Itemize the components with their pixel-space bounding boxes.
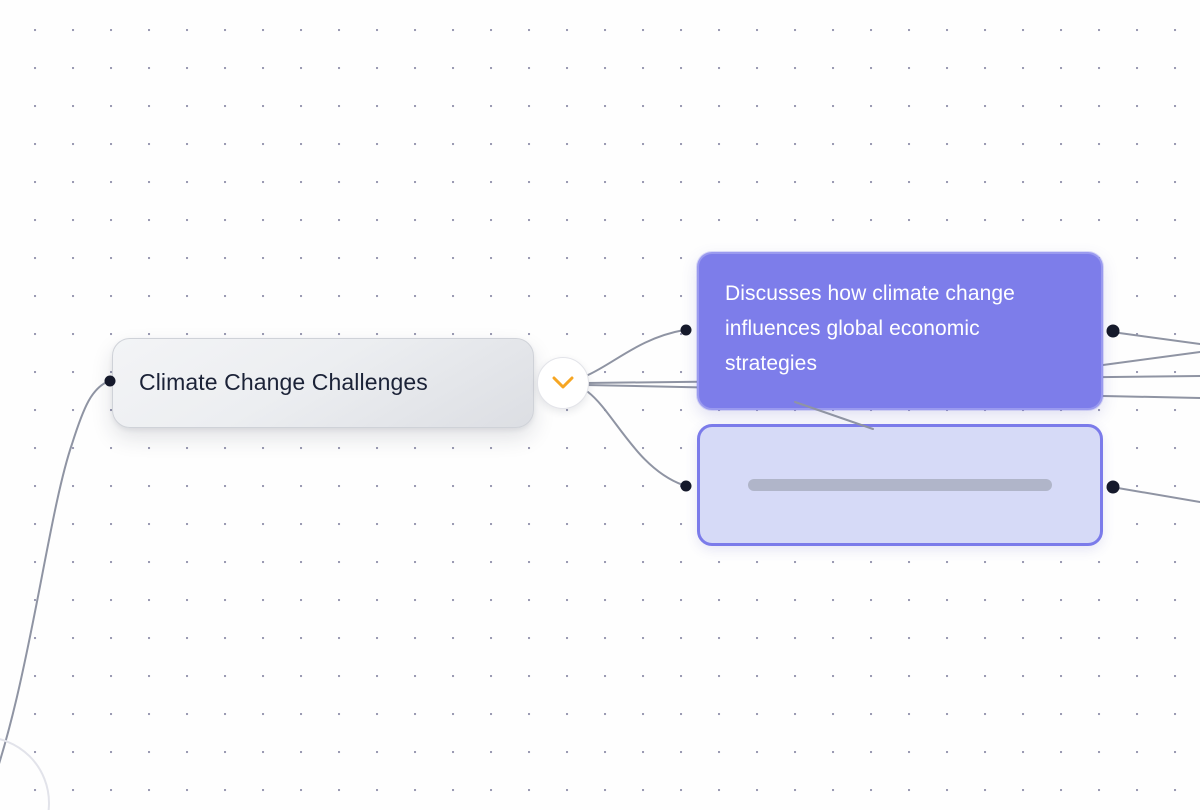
loading-placeholder-bar xyxy=(748,479,1052,491)
port-dot-answer-right[interactable] xyxy=(1106,324,1120,338)
node-root-topic[interactable]: Climate Change Challenges xyxy=(112,338,534,428)
expand-collapse-button[interactable] xyxy=(537,357,589,409)
edge-root-to-loading xyxy=(587,391,684,486)
edge-answer-to-offscreen-b xyxy=(1102,351,1200,366)
node-root-label: Climate Change Challenges xyxy=(139,369,428,396)
node-answer-detail[interactable]: Discusses how climate change influences … xyxy=(697,252,1103,410)
edge-root-to-answer xyxy=(587,329,685,376)
edge-loading-to-offscreen xyxy=(1111,486,1200,503)
edge-answer-to-offscreen-a xyxy=(1111,331,1200,345)
node-answer-text: Discusses how climate change influences … xyxy=(725,282,1015,375)
node-loading-detail[interactable] xyxy=(697,424,1103,546)
port-dot-loading-left[interactable] xyxy=(680,480,692,492)
port-dot-answer-left[interactable] xyxy=(680,324,692,336)
node-offscreen-partial[interactable] xyxy=(0,736,50,810)
port-dot-loading-right[interactable] xyxy=(1106,480,1120,494)
chevron-down-icon xyxy=(552,376,574,389)
